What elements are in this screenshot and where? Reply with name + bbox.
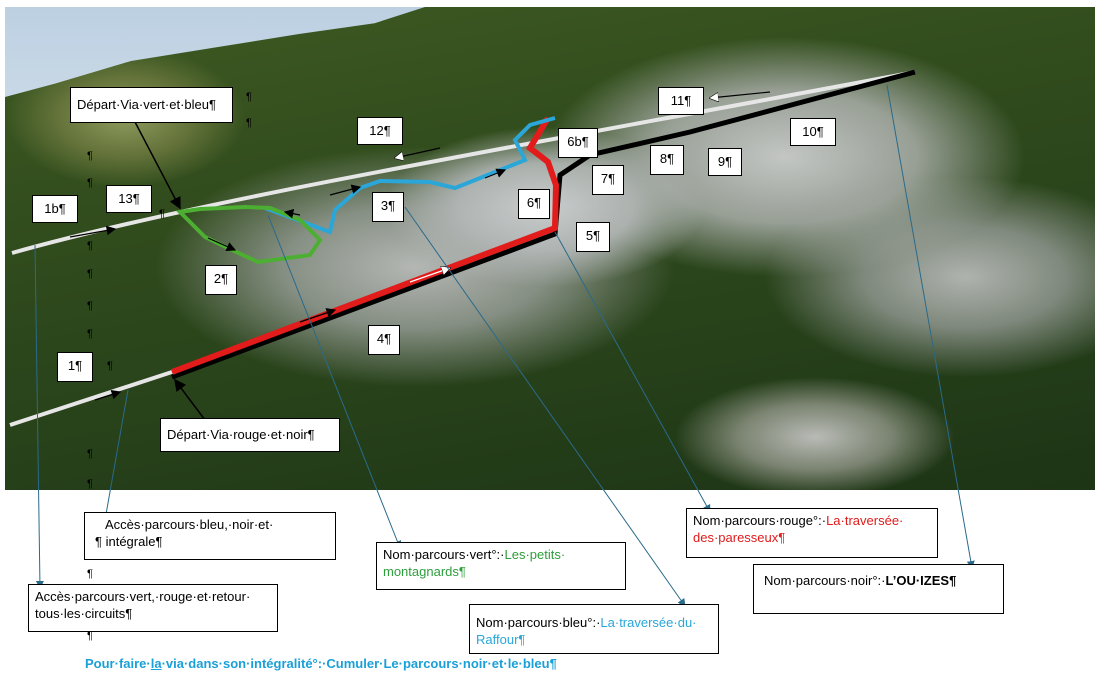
label-9: 9¶	[708, 148, 742, 176]
legend-acces-vert-rouge-line2: tous·les·circuits¶	[35, 606, 133, 621]
leader-acces-vert-rouge	[34, 244, 44, 589]
leader-nom-vert	[267, 214, 402, 549]
bottom-note-part3: ·via·dans·son·intégralité°:·Cumuler·Le·p…	[161, 656, 557, 671]
arrow-4b	[409, 268, 450, 283]
nom-noir-prefix: Nom·parcours·noir°:·	[764, 573, 886, 588]
label-8: 8¶	[650, 145, 684, 175]
pilcrow-mark: ¶	[159, 208, 165, 220]
green-route	[175, 204, 323, 265]
legend-nom-vert-line1: Nom·parcours·vert°:·Les·petits·	[383, 546, 619, 563]
nom-vert-prefix: Nom·parcours·vert°:·	[383, 547, 505, 562]
pilcrow-mark: ¶	[87, 150, 93, 162]
legend-acces-bleu-noir: Accès·parcours·bleu,·noir·et· ¶ intégral…	[84, 512, 336, 560]
legend-nom-noir-line1: Nom·parcours·noir°:·L’OU·IZES¶	[760, 572, 997, 589]
blue-route	[264, 116, 556, 235]
pilcrow-mark: ¶	[87, 300, 93, 312]
label-10: 10¶	[790, 118, 836, 146]
label-5: 5¶	[576, 222, 610, 252]
leader-depart-rouge-noir	[174, 378, 206, 421]
pilcrow-mark: ¶	[107, 360, 113, 372]
legend-acces-vert-rouge: Accès·parcours·vert,·rouge·et·retour· to…	[28, 584, 278, 632]
arrow-1	[94, 389, 122, 401]
legend-acces-bleu-noir-line2: ¶ intégrale¶	[95, 534, 163, 549]
pilcrow-mark: ¶	[87, 568, 93, 580]
arrow-green	[207, 237, 237, 251]
label-13: 13¶	[106, 185, 152, 213]
arrow-11	[710, 91, 771, 98]
legend-nom-bleu-line1: Nom·parcours·bleu°:·La·traversée·du·	[476, 614, 712, 631]
arrow-1b	[69, 225, 117, 238]
legend-nom-rouge: Nom·parcours·rouge°:·La·traversée· des·p…	[686, 508, 938, 558]
label-11: 11¶	[658, 87, 704, 115]
white-upper-path	[11, 70, 916, 255]
pilcrow-mark: ¶	[87, 478, 93, 490]
nom-vert-value-1: Les·petits·	[504, 547, 566, 562]
legend-acces-vert-rouge-line1: Accès·parcours·vert,·rouge·et·retour·	[35, 589, 251, 604]
bottom-note-part2: la	[150, 656, 162, 671]
pilcrow-mark: ¶	[87, 177, 93, 189]
nom-rouge-prefix: Nom·parcours·rouge°:·	[693, 513, 827, 528]
pilcrow-mark: ¶	[87, 448, 93, 460]
nom-rouge-value-1: La·traversée·	[826, 513, 904, 528]
label-3: 3¶	[372, 192, 404, 222]
arrow-4a	[299, 308, 337, 323]
label-1: 1¶	[57, 352, 93, 382]
label-1b: 1b¶	[32, 195, 78, 223]
legend-nom-vert: Nom·parcours·vert°:·Les·petits· montagna…	[376, 542, 626, 590]
black-route	[171, 69, 916, 380]
label-4: 4¶	[368, 325, 400, 355]
legend-nom-rouge-line1: Nom·parcours·rouge°:·La·traversée·	[693, 512, 931, 529]
bottom-note-part1: Pour·faire·	[85, 656, 151, 671]
nom-rouge-value-2: des·paresseux¶	[693, 530, 786, 545]
arrow-12	[395, 147, 441, 158]
pilcrow-mark: ¶	[87, 268, 93, 280]
pilcrow-mark: ¶	[246, 117, 252, 129]
leader-nom-noir	[886, 84, 975, 569]
label-6: 6¶	[518, 189, 550, 219]
leader-acces-bleu-noir	[102, 389, 129, 521]
red-route	[170, 116, 560, 375]
label-12: 12¶	[357, 117, 403, 145]
pilcrow-mark: ¶	[246, 91, 252, 103]
nom-bleu-value-1: La·traversée·du·	[600, 615, 697, 630]
arrow-blue-1	[329, 184, 362, 196]
leader-nom-rouge	[554, 231, 711, 513]
legend-acces-bleu-noir-line1: Accès·parcours·bleu,·noir·et·	[105, 517, 274, 532]
label-6b: 6b¶	[558, 128, 598, 158]
label-depart-rouge-noir: Départ·Via·rouge·et·noir¶	[160, 418, 340, 452]
nom-vert-value-2: montagnards¶	[383, 564, 466, 579]
pilcrow-mark: ¶	[87, 328, 93, 340]
pilcrow-mark: ¶	[87, 630, 93, 642]
nom-noir-value: L’OU·IZES¶	[885, 573, 957, 588]
legend-nom-bleu: Nom·parcours·bleu°:·La·traversée·du· Raf…	[469, 604, 719, 654]
arrow-green-2	[283, 208, 301, 219]
label-depart-vert-bleu: Départ·Via·vert·et·bleu¶	[70, 87, 233, 123]
nom-bleu-prefix: Nom·parcours·bleu°:·	[476, 615, 601, 630]
legend-nom-noir: Nom·parcours·noir°:·L’OU·IZES¶	[753, 564, 1004, 614]
label-7: 7¶	[592, 165, 624, 195]
bottom-note: Pour·faire·la·via·dans·son·intégralité°:…	[85, 656, 557, 671]
leader-nom-bleu	[404, 206, 686, 607]
label-2: 2¶	[205, 265, 237, 295]
pilcrow-mark: ¶	[87, 240, 93, 252]
leader-depart-vert-bleu	[134, 121, 181, 210]
nom-bleu-value-2: Raffour¶	[476, 632, 526, 647]
arrow-blue-2	[484, 168, 507, 179]
